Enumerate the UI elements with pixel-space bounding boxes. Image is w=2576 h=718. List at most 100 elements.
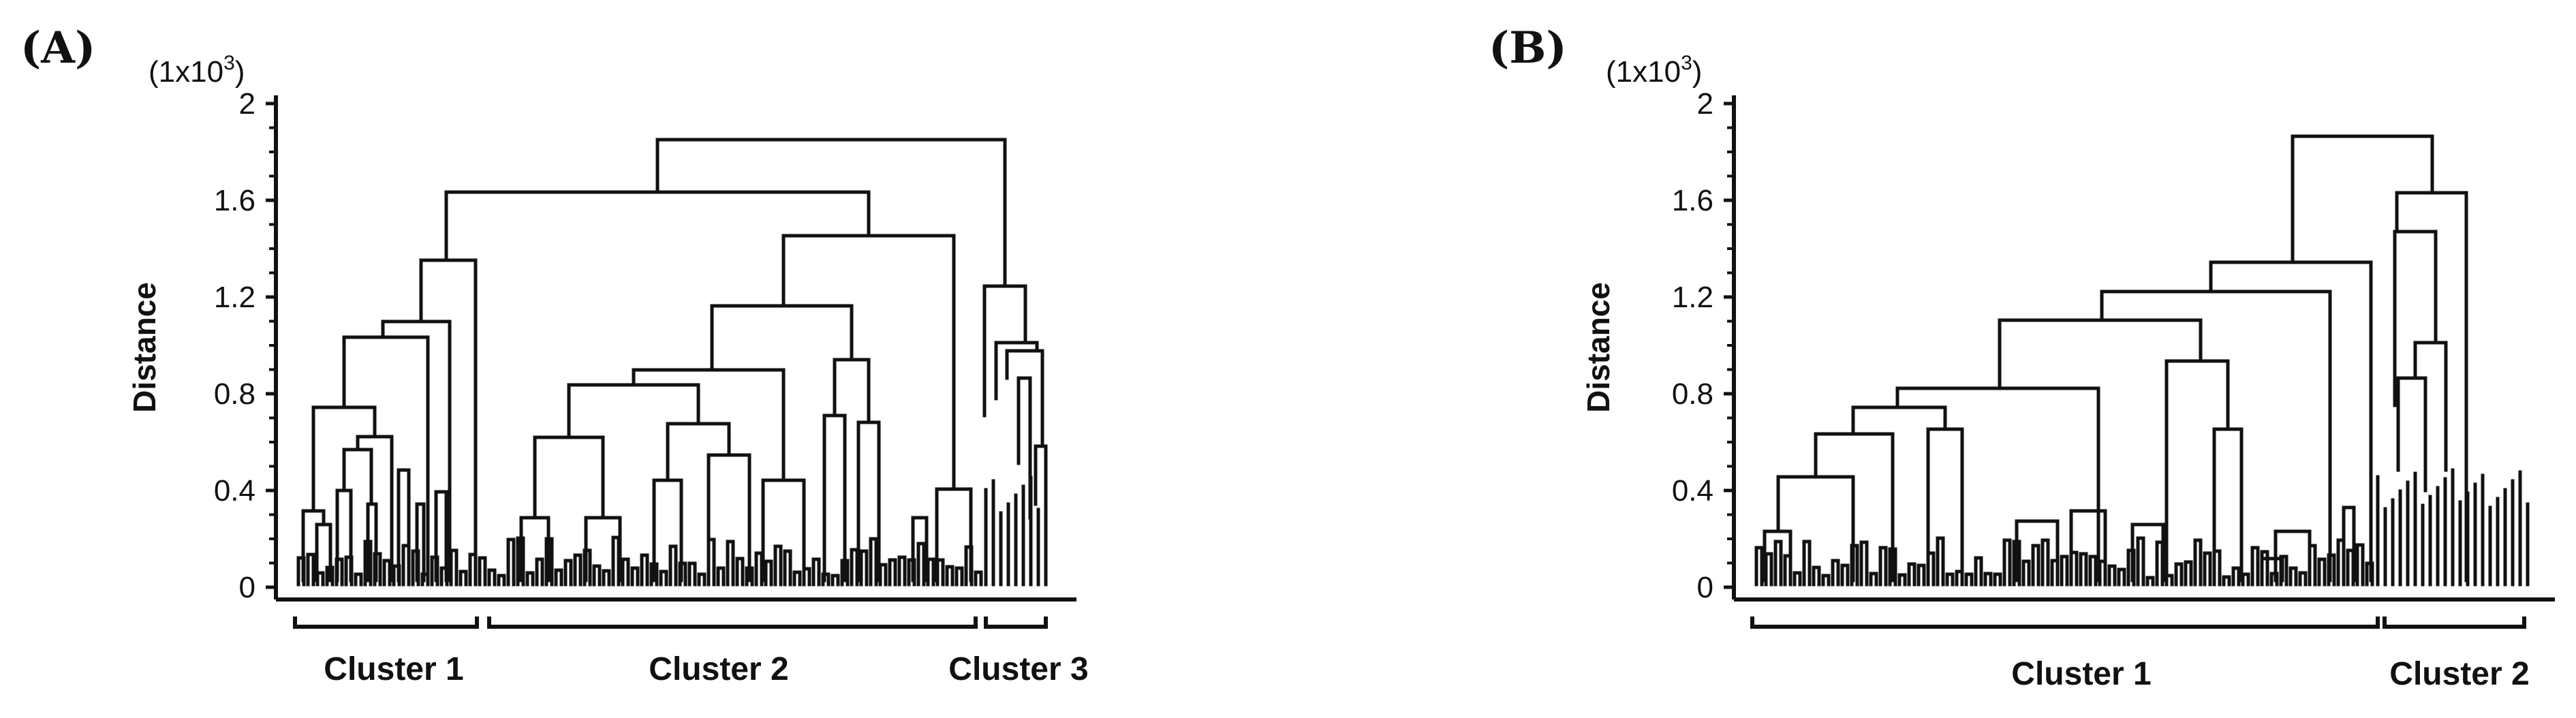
panel-a-minor-ticks — [269, 126, 276, 565]
panel-a-leaf-branch — [859, 549, 869, 587]
panel-b-leaf-branch — [2222, 575, 2231, 587]
panel-b-cluster-1-bracket — [1750, 616, 2380, 629]
panel-b-leaf-branch — [1917, 563, 1926, 587]
panel-a-leaf-branch — [745, 566, 754, 587]
panel-a-leaf-branch — [554, 568, 563, 587]
panel-b-leaf-branch — [2145, 576, 2155, 587]
panel-b-leaf-branch — [2260, 550, 2269, 587]
panel-b-leaf-branch — [2069, 550, 2079, 587]
panel-a-leaf-branch — [649, 562, 659, 587]
panel-b-leaf-branch — [2308, 544, 2317, 587]
panel-a-leaf-branch — [420, 572, 430, 587]
panel-b-leaf-branch — [2174, 562, 2184, 587]
panel-b-leaf-branch — [2231, 566, 2241, 587]
panel-b-leaf-branch — [2021, 559, 2031, 587]
panel-a-leaf-branch — [668, 544, 678, 587]
panel-a-leaf-branch — [783, 549, 792, 587]
panel-b-leaf-branch — [1907, 562, 1917, 587]
panel-b-leaf-branch — [1945, 572, 1955, 587]
panel-b-leaf-branch — [1840, 563, 1850, 587]
panel-a-leaf-branch — [411, 549, 420, 587]
panel-b-leaf-branch — [1878, 546, 1888, 587]
panel-a-leaf-branch — [373, 552, 382, 587]
panel-b-leaf-branch — [1955, 569, 1964, 587]
panel-b-leaf-branch — [2203, 551, 2212, 587]
panel-b-leaf-branch — [1754, 546, 1764, 587]
panel-a-leaf-branch — [592, 564, 602, 587]
panel-b-tick-label-5: 2 — [1697, 87, 1713, 121]
panel-a-leaf-branch — [697, 572, 707, 587]
panel-a-leaf-branch — [640, 553, 649, 587]
panel-a-unit-label: (1x103) — [149, 52, 245, 89]
panel-b-leaf-branch — [2012, 540, 2021, 587]
panel-a-leaf-branch — [516, 536, 525, 587]
panel-a-leaf-branch — [964, 545, 974, 587]
panel-b-leaf-branch — [2088, 555, 2098, 587]
panel-a-leaf-branch — [487, 568, 497, 587]
panel-b-leaf-branch — [2336, 538, 2346, 587]
panel-a: (A) (1x103) Distance 0 0.4 0.8 1.2 1.6 2 — [20, 22, 1089, 687]
panel-a-leaf-branch — [525, 571, 535, 587]
panel-a-leaf-branch — [897, 555, 907, 587]
panel-b-cluster-2-bracket — [2383, 616, 2526, 629]
panel-a-leaf-branch — [459, 569, 468, 587]
panel-a-leaf-branch — [926, 557, 935, 587]
panel-b-leaf-branch — [2317, 557, 2327, 587]
panel-a-leaf-branch — [840, 559, 850, 587]
panel-a-leaf-branch — [935, 558, 945, 587]
panel-a-leaf-branch — [821, 572, 831, 587]
panel-b-leaf-branch — [1869, 572, 1878, 587]
panel-b-leaf-branch — [2050, 559, 2060, 587]
panel-b-leaf-branch — [2327, 553, 2336, 587]
panel-a-leaf-branch — [850, 548, 859, 587]
panel-b-leaf-branch — [2298, 571, 2308, 587]
panel-a-leaf-branch — [583, 548, 592, 587]
panel-a-leaf-branch — [716, 566, 726, 587]
panel-a-leaf-branch — [955, 566, 964, 587]
panel-b-leaf-branch — [2126, 548, 2136, 587]
panel-a-leaf-branch — [497, 574, 506, 587]
panel-b-unit-base: (1x10 — [1606, 55, 1681, 89]
panel-a-leaf-branch — [974, 570, 983, 587]
panel-b-tick-label-2: 0.8 — [1672, 377, 1713, 411]
panel-a-leaf-branch — [811, 557, 821, 587]
panel-a-leaf-branch — [602, 569, 611, 587]
panel-b-leaf-branch — [2355, 543, 2365, 587]
panel-a-leaf-branch — [687, 561, 697, 587]
panel-b-leaf-branch — [1926, 551, 1936, 587]
panel-a-leaf-branch — [306, 552, 315, 587]
panel-a-cluster-3-label: Cluster 3 — [948, 651, 1088, 687]
panel-b-leaf-branch — [2184, 560, 2193, 587]
panel-b-unit-label: (1x103) — [1606, 52, 1702, 89]
panel-a-leaf-branch — [439, 566, 449, 587]
panel-b-tick-label-3: 1.2 — [1672, 281, 1713, 314]
panel-b-leaf-branch — [2250, 546, 2260, 587]
panel-a-leaf-branch — [659, 569, 668, 587]
panel-a-leaf-branch — [363, 540, 373, 587]
panel-b-tick-label-1: 0.4 — [1672, 474, 1713, 508]
panel-b-leaf-branch — [1802, 540, 1812, 587]
panel-b-leaf-branch — [1993, 572, 2002, 587]
panel-a-leaf-branch — [478, 556, 487, 587]
panel-a-cluster-2-label: Cluster 2 — [649, 651, 788, 687]
panel-b-leaf-branch — [1812, 565, 1821, 587]
panel-b-unit-close: ) — [1692, 55, 1703, 89]
panel-b-leaf-branch — [1850, 544, 1859, 587]
panel-a-y-axis-title: Distance — [127, 282, 162, 413]
panel-a-cluster-3-bracket — [984, 616, 1048, 629]
panel-a-leaf-branch — [401, 544, 411, 587]
panel-a-leaf-branch — [535, 557, 544, 587]
panel-a-leaf-branch — [449, 548, 459, 587]
panel-a-tick-label-1: 0.4 — [214, 474, 255, 508]
panel-b-leaf-branch — [1773, 540, 1783, 587]
panel-b-leaf-branch — [2365, 561, 2374, 587]
panel-a-leaf-branch — [869, 537, 878, 587]
panel-b-leaf-branch — [2031, 544, 2040, 587]
panel-a-leaf-branch — [802, 567, 811, 587]
panel-b-leaf-branch — [2164, 574, 2174, 587]
panel-a-letter: (A) — [20, 22, 95, 74]
panel-a-leaf-branch — [916, 542, 926, 587]
panel-b: (B) (1x103) Distance 0 0.4 0.8 1.2 1.6 2 — [1489, 22, 2555, 692]
panel-b-leaf-branch — [2193, 538, 2203, 587]
panel-a-leaf-branch — [354, 572, 363, 587]
